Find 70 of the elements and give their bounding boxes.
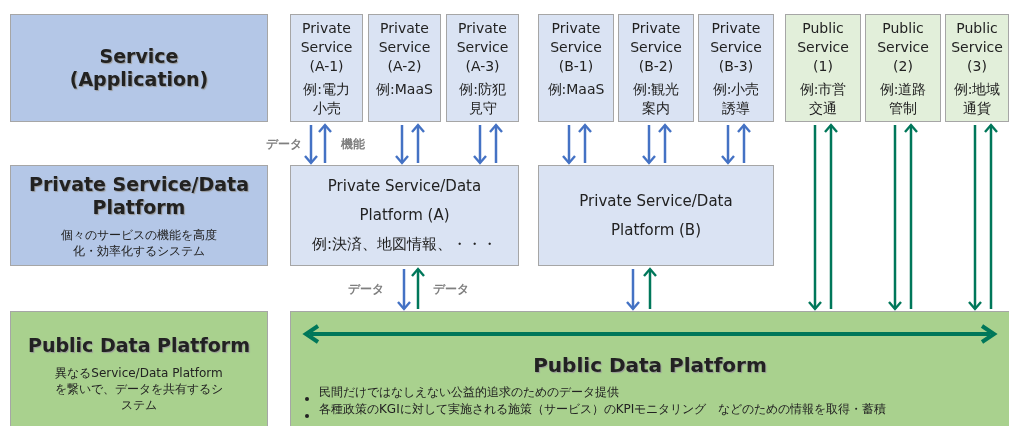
arrow	[394, 125, 410, 165]
edge-label: データ	[265, 137, 303, 151]
arrow	[823, 123, 839, 309]
service-box	[618, 14, 694, 122]
example-text: 例:MaaS	[547, 80, 605, 99]
bullet-item: 民間だけではなしえない公益的追求のためのデータ提供	[319, 384, 620, 401]
service-name: Public Service (3)	[950, 19, 1004, 76]
service-name: Public Service (2)	[876, 19, 930, 76]
arrow	[625, 269, 641, 311]
example-text: 例:地域通貨	[952, 80, 1002, 118]
arrow	[303, 125, 319, 165]
example-text: 例:観光案内	[631, 80, 681, 118]
service-name: Private Service (A-2)	[377, 19, 432, 76]
arrow	[736, 123, 752, 163]
arrow	[561, 125, 577, 165]
platform-title: Public Data Platform	[533, 352, 767, 378]
arrow	[887, 125, 903, 311]
arrow	[903, 123, 919, 309]
example-text: 例:防犯見守	[458, 80, 507, 118]
edge-label: データ	[347, 282, 385, 296]
arrow	[642, 267, 658, 309]
platform-box	[538, 165, 774, 266]
service-box	[290, 14, 363, 122]
service-box	[698, 14, 774, 122]
layer-title: Private Service/Data Platform	[28, 172, 250, 219]
service-box	[368, 14, 441, 122]
example-text: 例:MaaS	[376, 80, 433, 99]
layer-box	[10, 311, 268, 426]
service-box	[865, 14, 941, 122]
service-box	[945, 14, 1009, 122]
arrow	[396, 269, 412, 311]
arrow	[472, 125, 488, 165]
bullet-item: 各種政策のKGIに対して実施される施策（サービス）のKPIモニタリング などのための情報を取得・蓄積	[319, 401, 888, 418]
edge-label: データ	[432, 282, 470, 296]
arrow	[967, 125, 983, 311]
service-box	[446, 14, 519, 122]
service-name: Private Service (A-1)	[299, 19, 354, 76]
layer-title: Public Data Platform	[28, 334, 250, 357]
arrow	[720, 125, 736, 165]
arrow	[488, 123, 504, 163]
arrow	[317, 123, 333, 163]
platform-box	[290, 165, 519, 266]
edge-label: 機能	[340, 137, 366, 151]
service-name: Private Service (B-2)	[629, 19, 683, 76]
layer-description: 個々のサービスの機能を高度化・効率化するシステム	[60, 226, 218, 259]
arrow	[410, 267, 426, 309]
example-text: 例:市営交通	[798, 80, 848, 118]
example-text: 例:電力小売	[302, 80, 351, 118]
platform-name: Private Service/Data Platform (B)	[578, 190, 734, 241]
service-name: Private Service (B-3)	[709, 19, 763, 76]
service-name: Public Service (1)	[796, 19, 850, 76]
arrow	[657, 123, 673, 163]
service-box	[538, 14, 614, 122]
service-name: Private Service (B-1)	[549, 19, 603, 76]
example-text: 例:小売誘導	[711, 80, 761, 118]
platform-name: Private Service/Data Platform (A)	[326, 176, 483, 226]
layer-box	[10, 14, 268, 122]
layer-box	[10, 165, 268, 266]
service-box	[785, 14, 861, 122]
arrow	[410, 123, 426, 163]
arrow	[641, 125, 657, 165]
layer-description: 異なるService/Data Platformを繋いで、データを共有するシステム	[54, 365, 224, 413]
layer-title: Service (Application)	[68, 45, 210, 91]
example-text: 例:道路管制	[878, 80, 928, 118]
service-name: Private Service (A-3)	[455, 19, 510, 76]
arrow	[983, 123, 999, 309]
arrow	[807, 125, 823, 311]
platform-band	[290, 311, 1009, 426]
example-text: 例:決済、地図情報、・・・	[311, 234, 498, 255]
arrow	[577, 123, 593, 163]
